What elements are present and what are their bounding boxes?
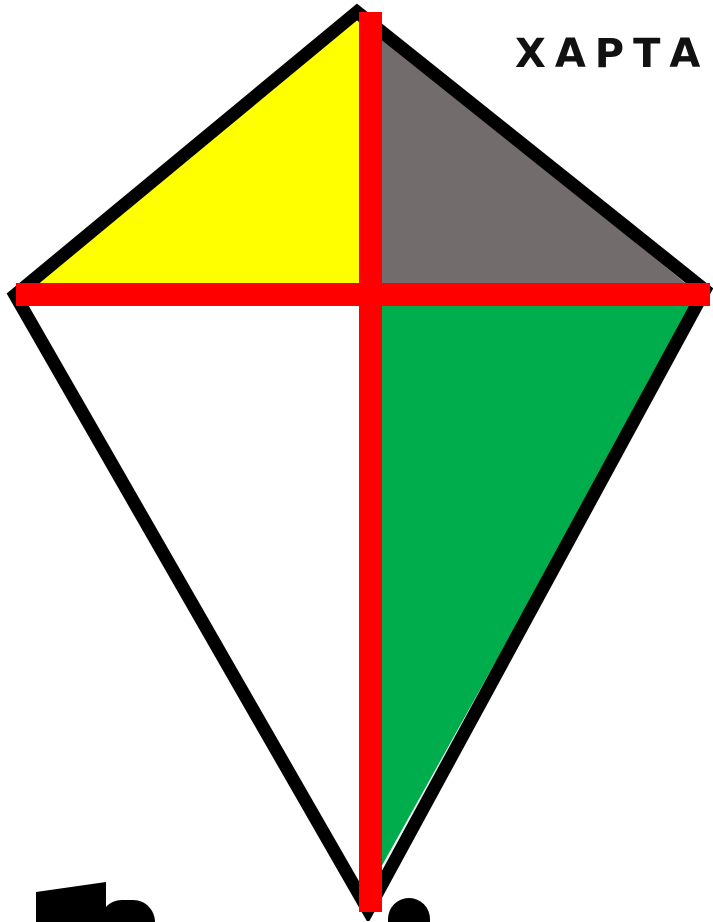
page-title: ΧΑΡΤΑ [515,34,709,74]
kite-vertical-stick [359,12,382,912]
